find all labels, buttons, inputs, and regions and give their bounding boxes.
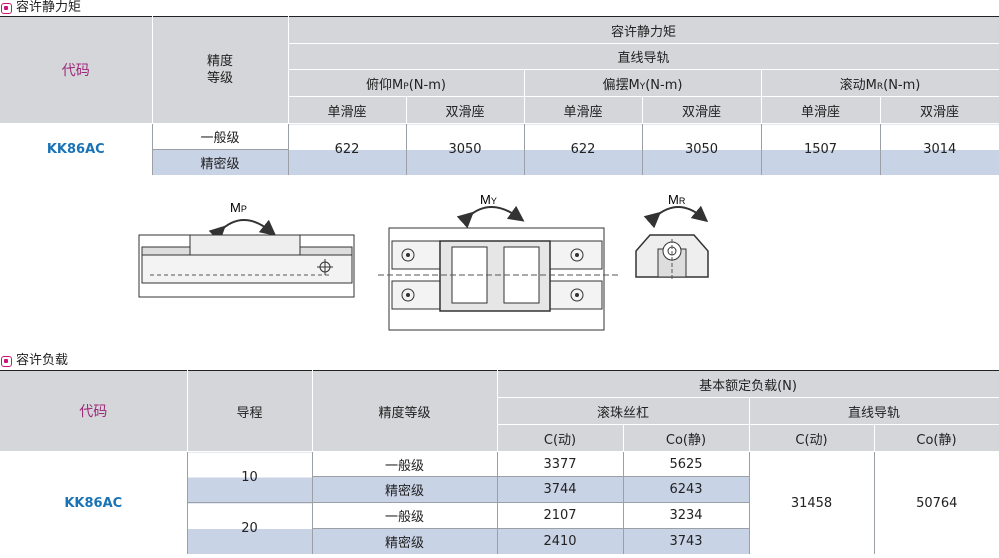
ballscrew-c: 2107 <box>497 502 624 529</box>
section-title-static-moment: 容许静力矩 <box>0 0 81 16</box>
value-pitch-single: 622 <box>288 123 407 176</box>
model-code: KK86AC <box>0 451 188 555</box>
single-slider-header: 单滑座 <box>761 96 881 124</box>
section-bullet-icon <box>1 2 12 14</box>
yaw-moment-header: 偏摆MY(N-m) <box>524 69 762 97</box>
grade-normal: 一般级 <box>152 123 289 150</box>
grade-normal: 一般级 <box>312 502 498 529</box>
double-slider-header: 双滑座 <box>880 96 999 124</box>
model-code: KK86AC <box>0 123 153 176</box>
section-bullet-icon <box>1 355 12 367</box>
roll-moment-header: 滚动MR(N-m) <box>761 69 999 97</box>
ballscrew-c-header: C(动) <box>497 424 624 452</box>
value-yaw-double: 3050 <box>642 123 762 176</box>
guide-co: 50764 <box>874 451 999 555</box>
ballscrew-co: 6243 <box>623 476 750 503</box>
pitch-label: MP <box>230 200 247 215</box>
moment-diagrams: MP MY MR <box>138 192 709 331</box>
section2-title-text: 容许负载 <box>16 353 69 368</box>
guide-c-header: C(动) <box>749 424 875 452</box>
section-title-allowable-load: 容许负载 <box>0 353 68 369</box>
roll-label: MR <box>668 192 686 207</box>
pitch-moment-header: 俯仰MP(N-m) <box>288 69 525 97</box>
ballscrew-co: 3234 <box>623 502 750 529</box>
ballscrew-c: 3744 <box>497 476 624 503</box>
linear-guide-header: 直线导轨 <box>288 43 999 70</box>
grade-precision: 精密级 <box>312 476 498 503</box>
grade-header: 精度 等级 <box>152 16 289 124</box>
single-slider-header: 单滑座 <box>524 96 643 124</box>
ballscrew-c: 2410 <box>497 528 624 555</box>
ballscrew-co: 5625 <box>623 451 750 477</box>
grade-precision: 精密级 <box>152 149 289 176</box>
guide-c: 31458 <box>749 451 875 555</box>
double-slider-header: 双滑座 <box>642 96 762 124</box>
ballscrew-co-header: Co(静) <box>623 424 750 452</box>
grade-header: 精度等级 <box>312 370 498 452</box>
value-roll-double: 3014 <box>880 123 999 176</box>
basic-load-header: 基本额定负载(N) <box>497 370 999 398</box>
lead-10: 10 <box>187 451 313 503</box>
guide-co-header: Co(静) <box>874 424 999 452</box>
grade-normal: 一般级 <box>312 451 498 477</box>
ballscrew-co: 3743 <box>623 528 750 555</box>
value-pitch-double: 3050 <box>406 123 525 176</box>
value-yaw-single: 622 <box>524 123 643 176</box>
yaw-label: MY <box>480 192 497 207</box>
allowable-load-table: 代码 导程 精度等级 基本额定负载(N) 滚珠丝杠 直线导轨 C(动) Co(静… <box>0 370 999 555</box>
linear-guide-header: 直线导轨 <box>749 397 999 425</box>
yaw-diagram: MY <box>378 192 620 331</box>
static-moment-header: 容许静力矩 <box>288 16 999 44</box>
ballscrew-c: 3377 <box>497 451 624 477</box>
value-roll-single: 1507 <box>761 123 881 176</box>
lead-20: 20 <box>187 502 313 555</box>
roll-diagram: MR <box>635 192 709 281</box>
double-slider-header: 双滑座 <box>406 96 525 124</box>
section1-title-text: 容许静力矩 <box>16 0 82 15</box>
code-header: 代码 <box>0 370 188 452</box>
grade-precision: 精密级 <box>312 528 498 555</box>
code-header: 代码 <box>0 16 153 124</box>
pitch-diagram: MP <box>138 200 355 298</box>
static-moment-table: 代码 精度 等级 容许静力矩 直线导轨 俯仰MP(N-m) 偏摆MY(N-m) … <box>0 16 999 176</box>
lead-header: 导程 <box>187 370 313 452</box>
ballscrew-header: 滚珠丝杠 <box>497 397 750 425</box>
single-slider-header: 单滑座 <box>288 96 407 124</box>
